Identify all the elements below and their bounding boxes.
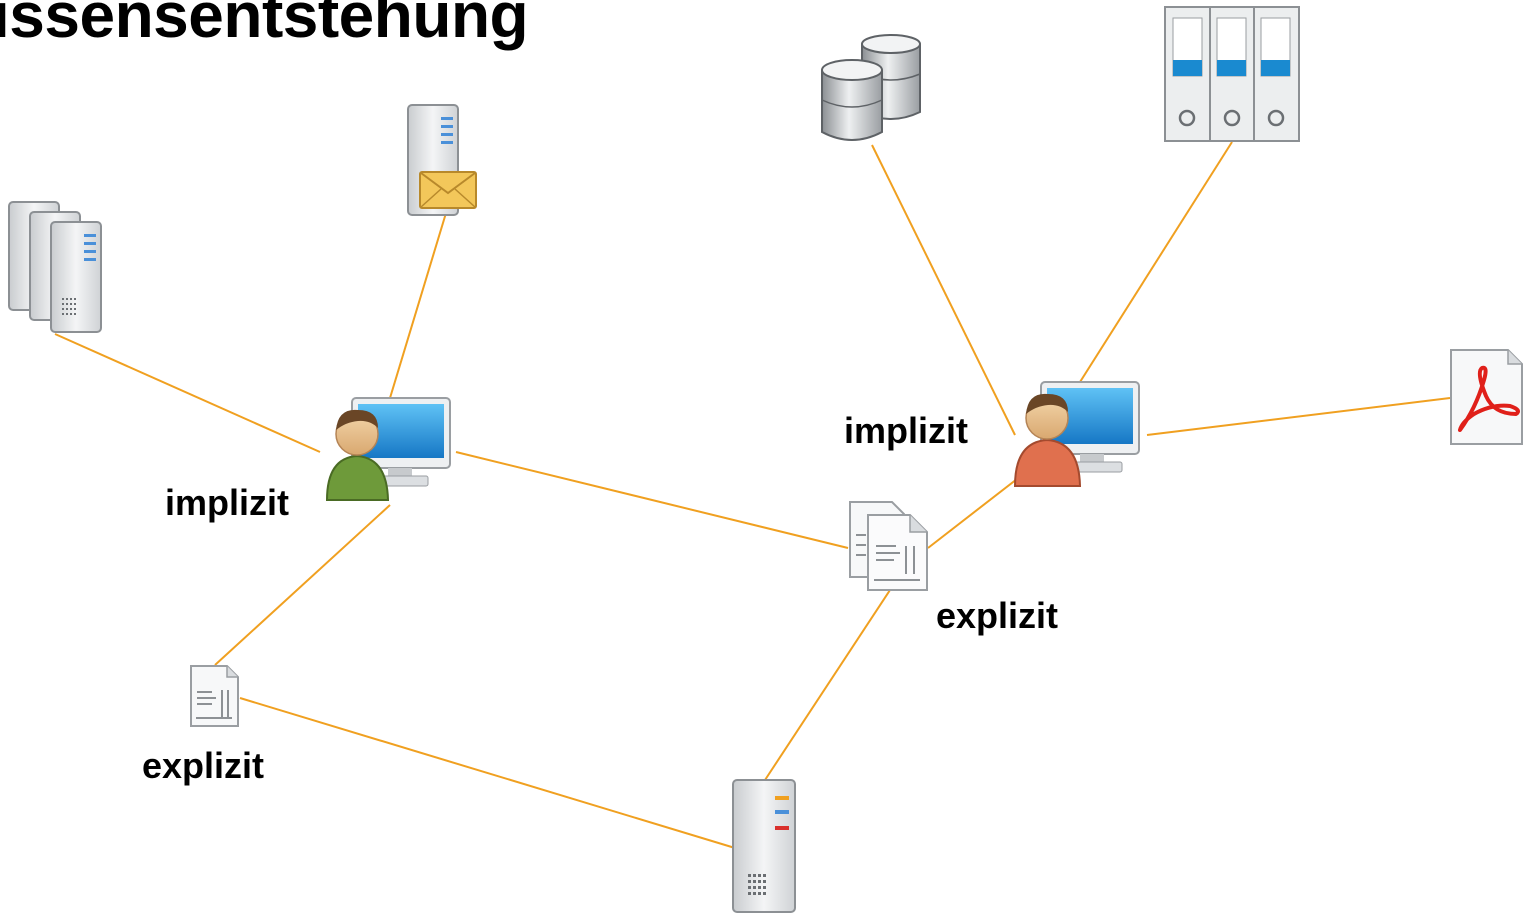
person-icon — [1013, 393, 1082, 487]
edge-bottom-server-center-docs — [764, 589, 891, 781]
edge-binders-right-workstation — [1079, 141, 1233, 383]
pdf-file-icon[interactable] — [1450, 349, 1523, 445]
label-right-person: implizit — [844, 410, 968, 451]
binder-icon[interactable] — [1164, 6, 1300, 142]
mail-server-icon[interactable] — [407, 104, 477, 216]
edge-right-workstation-pdf — [1146, 397, 1451, 436]
user-workstation-icon[interactable] — [1013, 381, 1140, 487]
label-left-document: explizit — [142, 745, 265, 786]
person-icon — [325, 409, 390, 501]
server-cluster-icon[interactable] — [8, 201, 102, 333]
edge-cluster-left-workstation — [54, 333, 321, 453]
edge-left-workstation-center-docs — [455, 451, 849, 549]
database-icon[interactable] — [821, 34, 921, 141]
label-left-person: implizit — [165, 482, 289, 523]
connectors — [54, 141, 1451, 849]
label-center-document: explizit — [936, 595, 1059, 636]
edge-mailserver-left-workstation — [389, 212, 447, 399]
edge-database-right-workstation — [871, 144, 1016, 436]
user-workstation-icon[interactable] — [325, 397, 451, 501]
server-icon[interactable] — [732, 779, 796, 913]
envelope-icon — [419, 171, 477, 209]
page-title: issensentstehung — [0, 0, 529, 51]
edge-left-workstation-left-doc — [214, 504, 391, 666]
documents-icon[interactable] — [849, 501, 928, 591]
document-icon[interactable] — [190, 665, 239, 727]
edge-left-doc-bottom-server — [239, 697, 736, 849]
